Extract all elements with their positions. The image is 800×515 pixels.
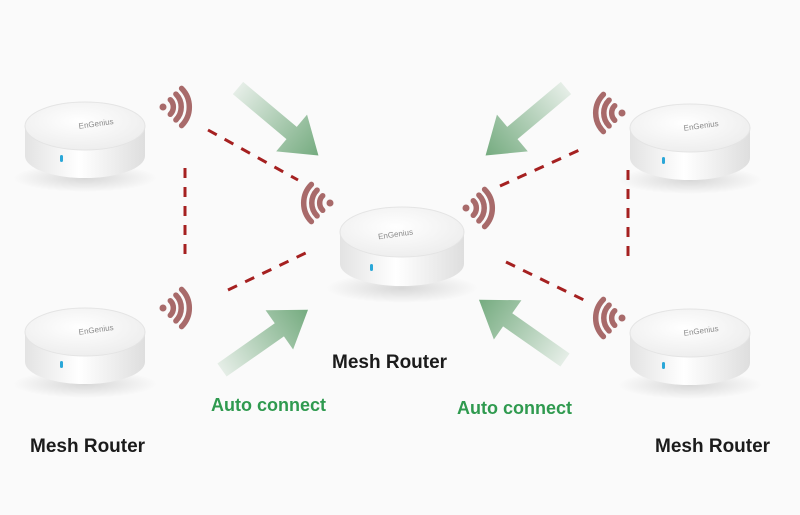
auto-connect-label-left: Auto connect xyxy=(211,395,326,415)
status-led xyxy=(60,361,63,368)
connect-arrow-icon-bottomleft xyxy=(217,309,309,377)
status-led xyxy=(662,362,665,369)
wifi-signal-icon-bottomleft xyxy=(159,286,193,330)
dashed-link-topright-center xyxy=(499,146,585,188)
wifi-signal-icon-bottomright xyxy=(592,296,626,340)
connect-arrow-icon-bottomright xyxy=(478,299,570,367)
status-led xyxy=(662,157,665,164)
dashed-link-bottomright-center xyxy=(505,260,589,304)
dashed-link-bottomleft-center xyxy=(227,248,313,292)
center-router-label: Mesh Router xyxy=(332,352,448,373)
wifi-signal-icon-center-left xyxy=(300,181,334,225)
connect-arrows xyxy=(217,81,572,377)
router-top-right: EnGenius xyxy=(618,103,762,194)
dashed-links xyxy=(183,128,630,304)
wifi-signal-icon-topleft xyxy=(159,85,193,129)
router-top-left: EnGenius xyxy=(13,101,157,192)
status-led xyxy=(370,264,373,271)
wifi-signal-icon-center-right xyxy=(462,186,496,230)
auto-connect-label-right: Auto connect xyxy=(457,398,572,418)
router-bottom-right: EnGenius xyxy=(618,308,762,399)
right-router-label: Mesh Router xyxy=(655,436,771,457)
status-led xyxy=(60,155,63,162)
connect-arrow-icon-topright xyxy=(485,81,572,156)
connect-arrow-icon-topleft xyxy=(232,81,319,156)
router-bottom-left: EnGenius xyxy=(13,307,157,398)
dashed-link-topleft-center xyxy=(207,128,299,182)
router-center: EnGenius xyxy=(326,206,478,303)
left-router-label: Mesh Router xyxy=(30,436,146,457)
wifi-signal-icon-topright xyxy=(592,91,626,135)
